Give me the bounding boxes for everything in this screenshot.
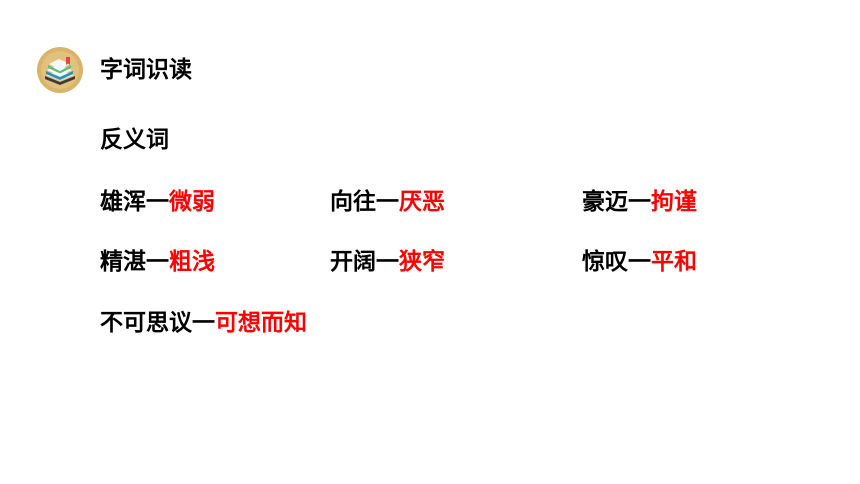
dash: 一 [628, 249, 651, 275]
dash: 一 [146, 249, 169, 275]
word: 惊叹 [582, 249, 628, 275]
antonym-pair: 惊叹一平和 [582, 244, 697, 280]
antonym-pair: 雄浑一微弱 [100, 184, 215, 220]
word: 不可思议 [100, 310, 192, 336]
antonym-subtitle: 反义词 [100, 127, 169, 153]
dash: 一 [376, 249, 399, 275]
stacked-books-icon [37, 47, 83, 93]
antonym-pair: 豪迈一拘谨 [582, 184, 697, 220]
antonym-pair: 向往一厌恶 [330, 184, 445, 220]
dash: 一 [628, 189, 651, 215]
antonym-pair: 精湛一粗浅 [100, 244, 215, 280]
word: 豪迈 [582, 189, 628, 215]
section-title: 字词识读 [100, 57, 192, 83]
word: 精湛 [100, 249, 146, 275]
antonym-answer: 微弱 [169, 189, 215, 215]
antonym-pair: 不可思议一可想而知 [100, 305, 307, 341]
antonym-pair: 开阔一狭窄 [330, 244, 445, 280]
dash: 一 [192, 310, 215, 336]
antonym-answer: 粗浅 [169, 249, 215, 275]
antonym-answer: 可想而知 [215, 310, 307, 336]
dash: 一 [146, 189, 169, 215]
antonym-answer: 平和 [651, 249, 697, 275]
word: 向往 [330, 189, 376, 215]
antonym-answer: 拘谨 [651, 189, 697, 215]
word: 雄浑 [100, 189, 146, 215]
word: 开阔 [330, 249, 376, 275]
antonym-answer: 狭窄 [399, 249, 445, 275]
dash: 一 [376, 189, 399, 215]
antonym-answer: 厌恶 [399, 189, 445, 215]
